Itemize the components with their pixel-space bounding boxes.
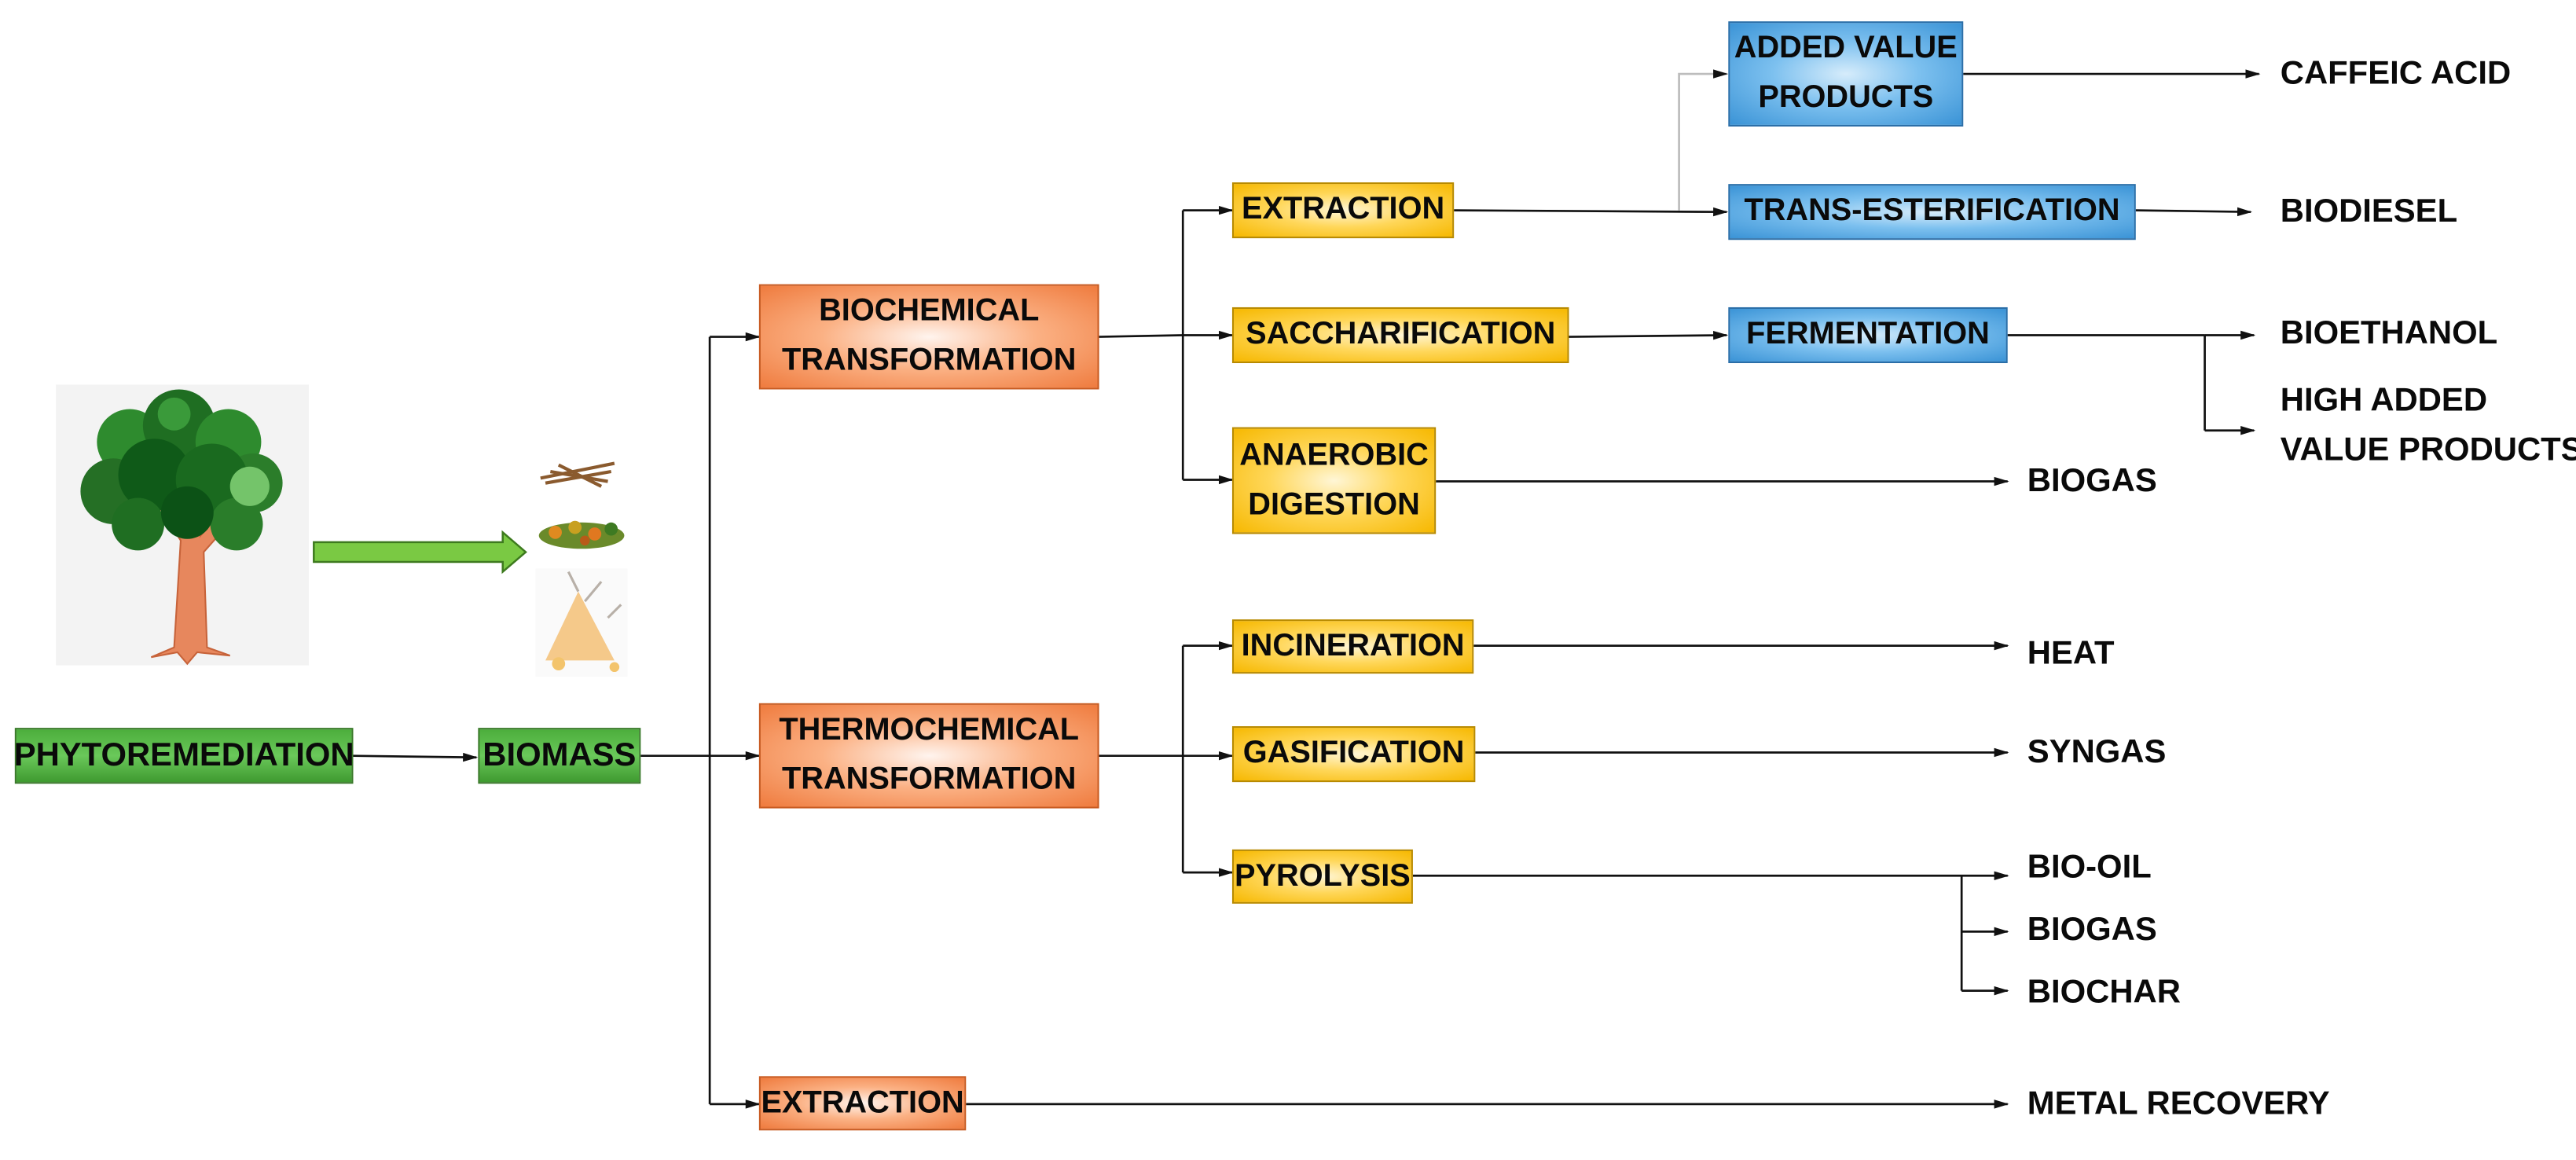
extraction-process-node[interactable]: EXTRACTION [1231,182,1455,239]
product-metal-recovery: METAL RECOVERY [2027,1085,2330,1122]
anaerobic-label-line2: DIGESTION [1248,486,1420,522]
biomass-twigs-icon [540,461,615,488]
phytoremediation-node[interactable]: PHYTOREMEDIATION [13,728,354,784]
biomass-residue-pile-icon [535,568,628,677]
incineration-label: INCINERATION [1241,628,1465,663]
biomass-label: BIOMASS [483,737,637,774]
product-biodiesel: BIODIESEL [2280,193,2458,230]
saccharification-label: SACCHARIFICATION [1246,317,1556,352]
trans-esterification-label: TRANS-ESTERIFICATION [1744,193,2120,229]
trans-esterification-node[interactable]: TRANS-ESTERIFICATION [1728,184,2136,240]
transfer-arrow [313,530,527,574]
anaerobic-digestion-node[interactable]: ANAEROBIC DIGESTION [1231,427,1437,534]
saccharification-node[interactable]: SACCHARIFICATION [1231,307,1569,364]
product-caffeic-acid: CAFFEIC ACID [2280,56,2512,93]
extraction-route-node[interactable]: EXTRACTION [758,1076,967,1131]
product-syngas: SYNGAS [2027,734,2167,771]
extraction-process-label: EXTRACTION [1241,192,1445,227]
edge-extraction-trans [1454,207,1729,217]
product-biochar: BIOCHAR [2027,974,2181,1011]
tree-illustration [56,384,310,666]
gasification-label: GASIFICATION [1242,736,1465,771]
fermentation-node[interactable]: FERMENTATION [1728,307,2008,364]
edge-extraction-added-value [1678,69,1729,211]
product-biogas-pyrolysis: BIOGAS [2027,912,2157,949]
biomass-node[interactable]: BIOMASS [478,728,641,784]
fermentation-label: FERMENTATION [1746,317,1990,352]
extraction-route-label: EXTRACTION [761,1085,964,1120]
edge-biochem-out [1099,334,1183,338]
thermochemical-transformation-node[interactable]: THERMOCHEMICAL TRANSFORMATION [758,703,1099,809]
edge-trans-biodiesel [2135,207,2253,217]
biochemical-label-line1: BIOCHEMICAL [819,294,1040,329]
added-value-label-line2: PRODUCTS [1758,80,1934,116]
pyrolysis-node[interactable]: PYROLYSIS [1231,849,1413,904]
thermochemical-label-line1: THERMOCHEMICAL [779,713,1080,748]
edge-sacch-fermentation [1569,330,1729,340]
gasification-node[interactable]: GASIFICATION [1231,726,1476,783]
product-biogas-anaerobic: BIOGAS [2027,463,2157,500]
biochemical-transformation-node[interactable]: BIOCHEMICAL TRANSFORMATION [758,284,1099,390]
incineration-node[interactable]: INCINERATION [1231,619,1474,674]
product-bio-oil: BIO-OIL [2027,849,2152,886]
product-high-added-value: HIGH ADDED VALUE PRODUCTS [2281,376,2576,475]
high-added-value-line1: HIGH ADDED [2280,383,2488,420]
added-value-products-node[interactable]: ADDED VALUE PRODUCTS [1728,21,1964,127]
biomass-leaves-icon [538,520,625,549]
product-bioethanol: BIOETHANOL [2280,315,2498,352]
phytoremediation-label: PHYTOREMEDIATION [13,737,354,774]
biochemical-label-line2: TRANSFORMATION [782,343,1077,378]
product-heat: HEAT [2027,636,2115,673]
edge-phyto-biomass [353,752,479,762]
high-added-value-line2: VALUE PRODUCTS [2280,431,2576,468]
added-value-label-line1: ADDED VALUE [1734,31,1958,66]
thermochemical-label-line2: TRANSFORMATION [782,762,1077,797]
pyrolysis-label: PYROLYSIS [1235,858,1411,894]
anaerobic-label-line1: ANAEROBIC [1239,438,1429,473]
